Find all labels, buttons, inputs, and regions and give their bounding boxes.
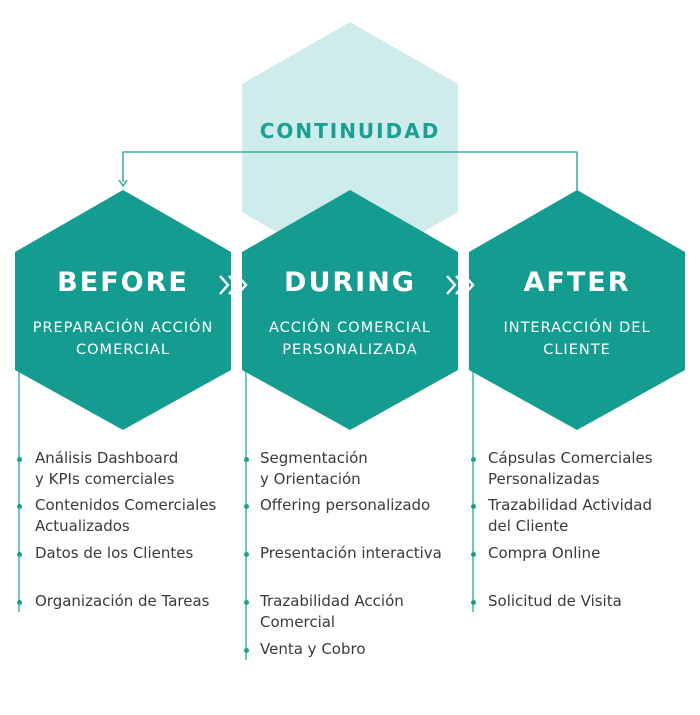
list-item: Venta y Cobro — [260, 640, 366, 658]
before-hexagon — [15, 190, 231, 430]
after-hexagon — [469, 190, 685, 430]
list-item: Datos de los Clientes — [35, 544, 194, 562]
list-item: Compra Online — [488, 544, 601, 562]
during-hexagon — [242, 190, 458, 430]
bullet-dot — [244, 552, 249, 557]
after-title: AFTER — [523, 267, 631, 298]
bullet-dot — [244, 600, 249, 605]
bullet-dot — [244, 648, 249, 653]
before-subtitle-line: COMERCIAL — [76, 342, 170, 358]
continuity-label: CONTINUIDAD — [259, 119, 441, 143]
list-item: Presentación interactiva — [260, 544, 442, 562]
bullet-dot — [17, 457, 22, 462]
list-item: Trazabilidad Acción Comercial — [260, 592, 404, 631]
bullet-dot — [471, 457, 476, 462]
bullet-dot — [17, 504, 22, 509]
bullet-dot — [17, 600, 22, 605]
list-item: Offering personalizado — [260, 496, 431, 514]
chevron-right-icon — [446, 275, 475, 295]
continuity-hexagon — [242, 22, 458, 274]
list-item: Contenidos Comerciales Actualizados — [35, 496, 217, 535]
during-subtitle-line: PERSONALIZADA — [282, 342, 418, 358]
list-item: Segmentación y Orientación — [260, 449, 368, 488]
during-subtitle: ACCIÓN COMERCIAL PERSONALIZADA — [240, 317, 460, 361]
before-subtitle-line: PREPARACIÓN ACCIÓN — [32, 320, 214, 336]
list-item: Análisis Dashboard y KPIs comerciales — [35, 449, 179, 488]
bullet-dot — [17, 552, 22, 557]
list-item: Trazabilidad Actividad del Cliente — [488, 496, 652, 535]
bullet-dot — [471, 552, 476, 557]
before-subtitle: PREPARACIÓN ACCIÓN COMERCIAL — [13, 317, 233, 361]
during-title: DURING — [284, 267, 416, 298]
bullet-dot — [471, 600, 476, 605]
continuity-arrowhead — [118, 179, 128, 188]
after-subtitle-line: INTERACCIÓN DEL — [503, 320, 651, 336]
during-subtitle-line: ACCIÓN COMERCIAL — [268, 320, 432, 336]
continuity-loop-line — [122, 151, 578, 190]
before-title: BEFORE — [57, 267, 189, 298]
bullet-dot — [471, 504, 476, 509]
list-item: Organización de Tareas — [35, 592, 210, 610]
bullet-dot — [244, 504, 249, 509]
after-subtitle: INTERACCIÓN DEL CLIENTE — [467, 317, 687, 361]
after-subtitle-line: CLIENTE — [543, 342, 611, 358]
list-item: Solicitud de Visita — [488, 592, 622, 610]
chevron-right-icon — [219, 275, 248, 295]
bullet-dot — [244, 457, 249, 462]
list-item: Cápsulas Comerciales Personalizadas — [488, 449, 653, 488]
